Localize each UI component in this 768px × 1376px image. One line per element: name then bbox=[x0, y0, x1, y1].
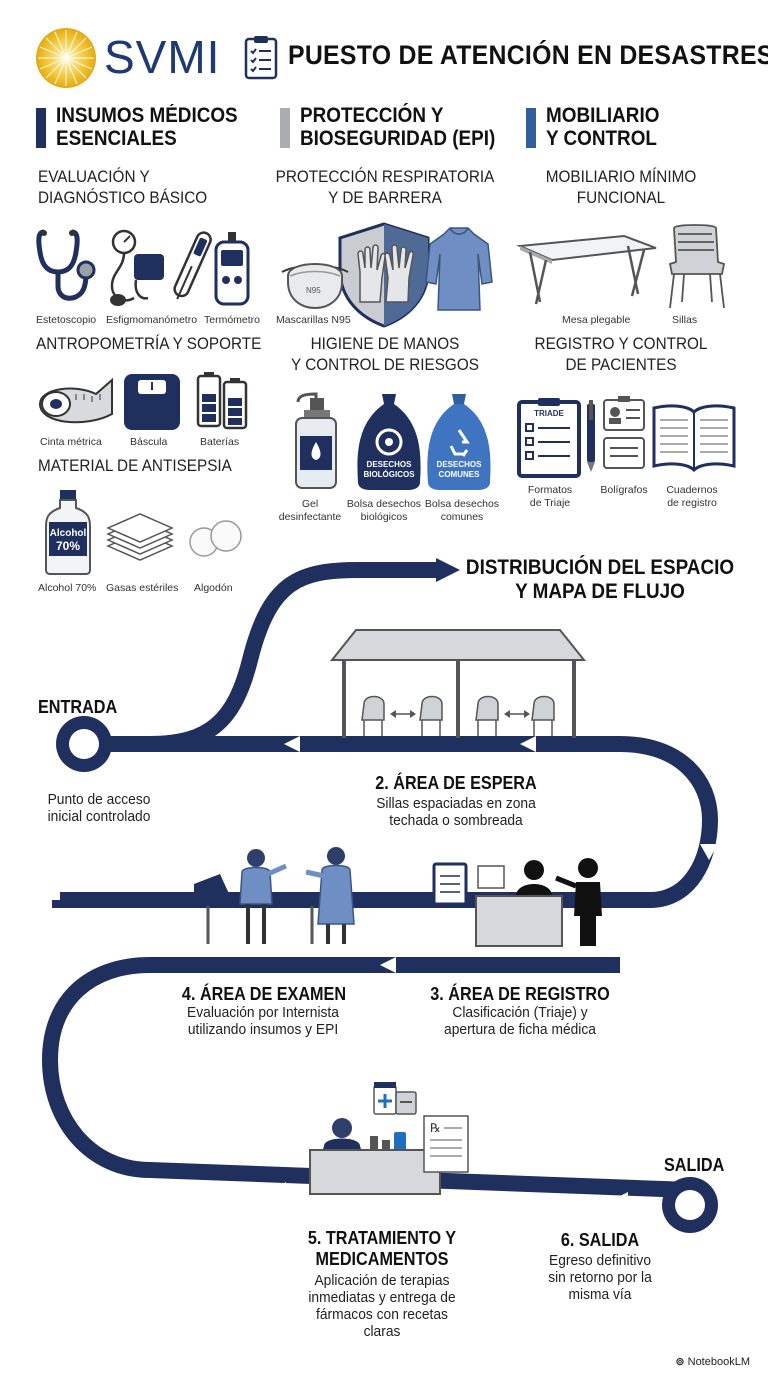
treatment-area-icon: ℞ bbox=[304, 1080, 474, 1201]
salida-label: SALIDA bbox=[664, 1155, 725, 1175]
label-mesa-plegable: Mesa plegable bbox=[562, 314, 631, 326]
triage-form-icon: TRIADE bbox=[516, 396, 582, 478]
label-estetoscopio: Estetoscopio bbox=[36, 314, 97, 326]
alcohol-bottle-text: Alcohol 70% bbox=[49, 528, 87, 553]
chairs-icon bbox=[664, 222, 734, 317]
group-title-antropometria: ANTROPOMETRÍA Y SOPORTE bbox=[36, 334, 262, 353]
pen-icon bbox=[584, 400, 598, 479]
label-gasas: Gasas estériles bbox=[106, 582, 179, 594]
mask-text: N95 bbox=[306, 286, 321, 295]
salida-heading: 6. SALIDA bbox=[560, 1230, 640, 1250]
label-sillas: Sillas bbox=[672, 314, 698, 326]
id-badge-icon bbox=[600, 394, 648, 483]
logo-text: SVMI bbox=[104, 31, 221, 83]
waiting-tent-icon bbox=[329, 628, 587, 745]
notebooklm-icon: ⊚ bbox=[675, 1356, 685, 1368]
footer-brand: ⊚ NotebookLM bbox=[675, 1356, 750, 1368]
category-bar-proteccion bbox=[280, 108, 290, 148]
sphygmomanometer-icon bbox=[104, 228, 170, 313]
clipboard-icon bbox=[244, 34, 278, 85]
entrada-heading: ENTRADA bbox=[38, 697, 118, 717]
label-esfigmomanometro: Esfigmomanómetro bbox=[106, 314, 198, 326]
thermometer-icon bbox=[166, 226, 216, 315]
label-alcohol: Alcohol 70% bbox=[38, 582, 97, 594]
svmi-logo-icon bbox=[34, 26, 98, 90]
page-title: PUESTO DE ATENCIÓN EN DESASTRES bbox=[288, 40, 768, 70]
category-bar-mobiliario bbox=[526, 108, 536, 148]
folding-table-icon bbox=[516, 232, 660, 313]
scale-icon bbox=[122, 372, 182, 437]
stethoscope-icon bbox=[34, 228, 98, 313]
label-bascula: Báscula bbox=[130, 436, 168, 448]
gown-icon bbox=[424, 224, 494, 319]
label-baterias: Baterías bbox=[200, 436, 240, 448]
label-boligrafos: Bolígrafos bbox=[600, 484, 648, 496]
registro-heading: 3. ÁREA DE REGISTRO bbox=[430, 984, 610, 1004]
sanitizer-icon bbox=[290, 392, 340, 497]
alcohol-bottle-icon: Alcohol 70% bbox=[44, 488, 92, 576]
measuring-tape-icon bbox=[36, 374, 116, 435]
triage-form-text: TRIADE bbox=[534, 409, 564, 418]
n95-mask-icon: N95 bbox=[278, 252, 352, 310]
label-algodon: Algodón bbox=[194, 582, 233, 594]
glucometer-icon bbox=[212, 232, 252, 313]
cotton-icon bbox=[186, 516, 246, 565]
svg-text:℞: ℞ bbox=[430, 1121, 441, 1135]
label-cinta-metrica: Cinta métrica bbox=[40, 436, 102, 448]
examen-heading: 4. ÁREA DE EXAMEN bbox=[181, 984, 347, 1004]
category-bar-insumos bbox=[36, 108, 46, 148]
espera-heading: 2. ÁREA DE ESPERA bbox=[375, 773, 537, 793]
batteries-icon bbox=[194, 372, 250, 437]
gloves-icon bbox=[352, 242, 416, 311]
label-mascarillas: Mascarillas N95 bbox=[276, 314, 351, 326]
group-title-antisepsia: MATERIAL DE ANTISEPSIA bbox=[38, 456, 232, 475]
label-termometro: Termómetro bbox=[204, 314, 261, 326]
notebook-icon bbox=[652, 402, 736, 477]
exam-area-icon bbox=[190, 844, 376, 953]
registration-desk-icon bbox=[430, 856, 610, 953]
gauze-icon bbox=[104, 506, 176, 575]
